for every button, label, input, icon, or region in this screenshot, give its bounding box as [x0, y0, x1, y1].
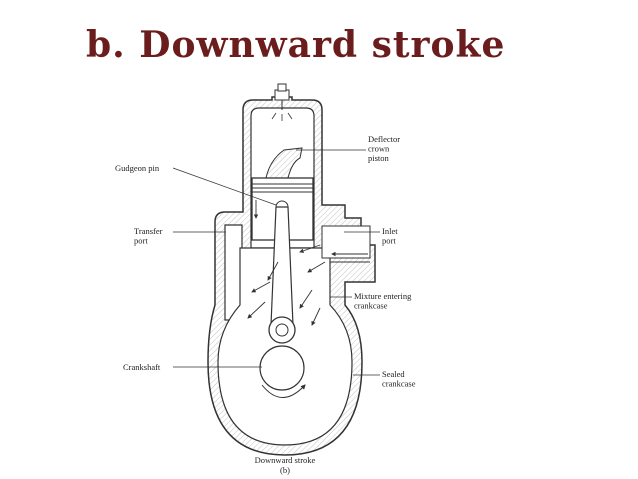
- label-deflector: Deflector crown piston: [368, 134, 402, 163]
- label-inlet-port: Inlet port: [382, 226, 400, 246]
- label-crankshaft: Crankshaft: [123, 362, 161, 372]
- inlet-passage: [321, 225, 371, 259]
- flow-arrows: [247, 200, 368, 326]
- spark-plug-icon: [271, 83, 293, 121]
- crank-rotation-arrow: [261, 384, 306, 398]
- leader-lines: [172, 149, 380, 376]
- label-transfer-port: Transfer port: [134, 226, 165, 246]
- diagram-caption: Downward stroke: [255, 455, 316, 465]
- deflector-crown: [265, 147, 303, 179]
- label-sealed-crankcase: Sealed crankcase: [382, 369, 416, 389]
- slide-title: b. Downward stroke: [86, 24, 506, 66]
- label-mixture: Mixture entering crankcase: [354, 291, 413, 311]
- crankshaft-disc: [259, 345, 305, 391]
- diagram-sub-caption: (b): [280, 465, 290, 475]
- label-gudgeon-pin: Gudgeon pin: [115, 163, 160, 173]
